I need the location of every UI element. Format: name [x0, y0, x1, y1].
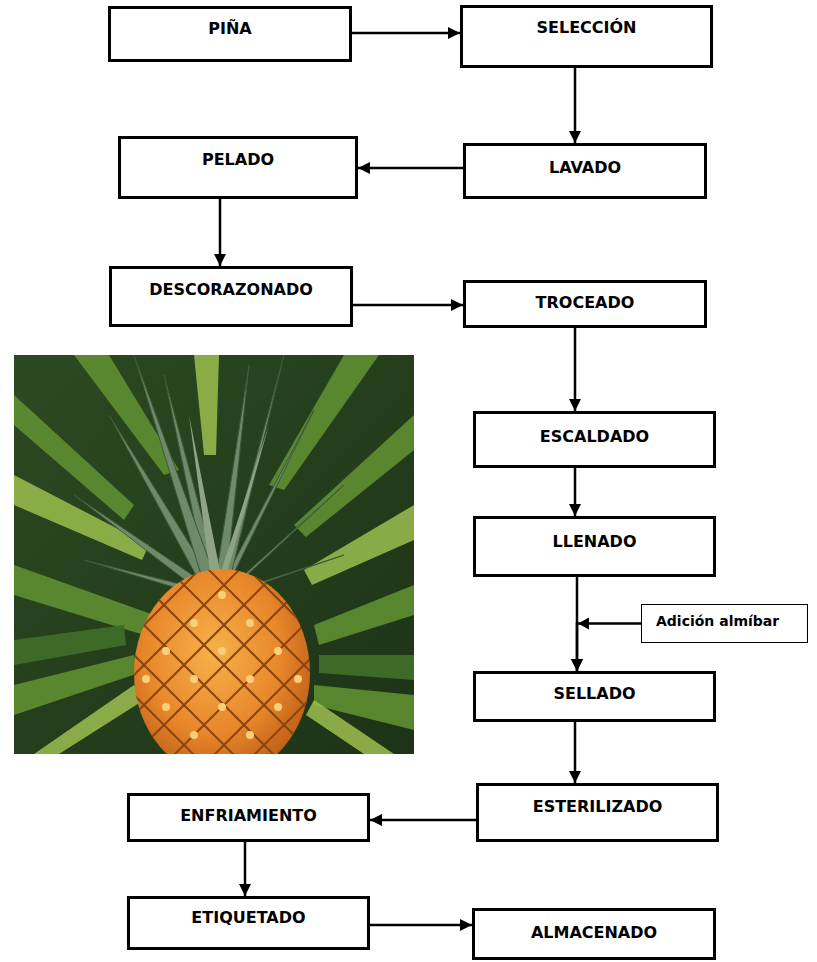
process-box: SELECCIÓN — [460, 5, 713, 68]
step-label: SELECCIÓN — [471, 18, 702, 38]
step-label: LLENADO — [484, 532, 705, 552]
input-box: Adición almíbar — [641, 604, 808, 643]
step-label: Adición almíbar — [656, 612, 799, 630]
step-label: TROCEADO — [474, 293, 696, 313]
flow-arrow — [574, 722, 577, 783]
flow-arrow — [370, 819, 476, 822]
flow-arrow — [219, 199, 222, 266]
pineapple-photo — [14, 355, 414, 754]
process-box: SELLADO — [473, 671, 716, 722]
process-box: TROCEADO — [463, 280, 707, 328]
flow-arrow — [577, 624, 641, 672]
process-box: ESCALDADO — [473, 411, 716, 468]
step-label: PELADO — [129, 150, 347, 170]
step-label: ENFRIAMIENTO — [138, 806, 359, 826]
process-box: ETIQUETADO — [127, 896, 370, 950]
process-box: LAVADO — [463, 143, 707, 199]
flow-arrow — [244, 842, 247, 896]
process-box: LLENADO — [473, 516, 716, 577]
flow-arrow — [352, 32, 460, 35]
flow-arrow — [370, 924, 472, 927]
step-label: LAVADO — [474, 158, 696, 178]
flow-arrow — [353, 304, 463, 307]
step-label: SELLADO — [484, 684, 705, 704]
process-box: ESTERILIZADO — [476, 783, 719, 842]
step-label: ESTERILIZADO — [487, 797, 708, 817]
junction-arrowhead — [578, 618, 589, 630]
process-box: DESCORAZONADO — [109, 266, 353, 327]
step-label: ETIQUETADO — [138, 908, 359, 928]
step-label: PIÑA — [119, 19, 341, 39]
flow-arrow — [574, 468, 577, 516]
step-label: ALMACENADO — [483, 923, 705, 943]
step-label: ESCALDADO — [484, 427, 705, 447]
process-box: ALMACENADO — [472, 908, 716, 960]
process-box: PIÑA — [108, 6, 352, 62]
process-box: ENFRIAMIENTO — [127, 793, 370, 842]
flow-arrow — [574, 328, 577, 411]
flow-arrow — [358, 167, 463, 170]
step-label: DESCORAZONADO — [120, 280, 342, 300]
process-box: PELADO — [118, 136, 358, 199]
flow-arrow — [574, 68, 577, 143]
